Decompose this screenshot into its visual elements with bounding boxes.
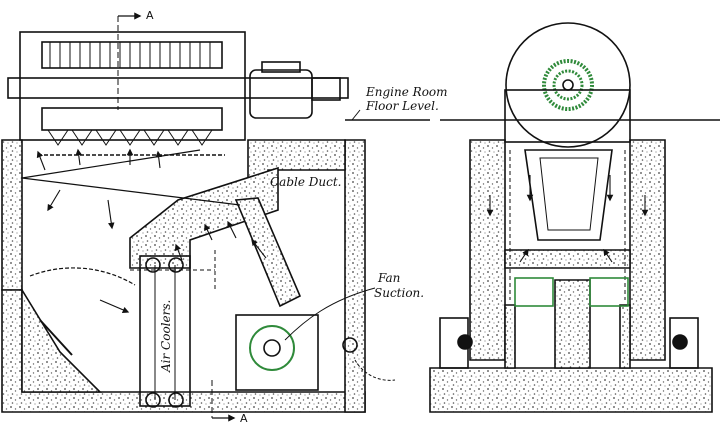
- end-pier-right: [619, 304, 631, 369]
- end-cooler-left: [514, 277, 554, 307]
- generator-housing: [19, 31, 246, 141]
- engine-room-floor-leader: [351, 109, 361, 121]
- shaft: [7, 77, 349, 99]
- airflow-line-2: [21, 149, 201, 179]
- fan-suction-label-line2: Suction.: [374, 286, 425, 300]
- engine-room-label-line1: Engine Room: [366, 85, 448, 99]
- end-airflow-arrows: [486, 175, 649, 263]
- generator-end-outer: [505, 22, 631, 148]
- engine-room-label-line2: Floor Level.: [366, 99, 439, 113]
- end-pier-left: [504, 304, 516, 369]
- right-end-view: [429, 22, 720, 413]
- coupling: [311, 77, 341, 101]
- rotor-upper: [41, 41, 223, 69]
- pedestal-right: [669, 317, 699, 369]
- air-cooler-frame: [139, 255, 191, 407]
- lower-left-wedge: [21, 287, 102, 393]
- cable-duct-label: Cable Duct.: [270, 175, 342, 189]
- bearing-right: [672, 334, 688, 350]
- generator-end-frame: [504, 89, 631, 143]
- internal-dashed-outline: [130, 250, 216, 290]
- fan-suction-leader: [284, 287, 376, 341]
- rotor-lower-teeth: [47, 129, 213, 146]
- end-dashed-casing: [509, 150, 626, 300]
- end-foundation-base: [429, 367, 713, 413]
- section-label-bottom: A: [240, 412, 248, 425]
- cooler-header-top-2: [168, 257, 184, 273]
- end-foundation-middle: [504, 249, 631, 269]
- exciter-cap: [261, 61, 301, 73]
- duct-diagonal: [234, 197, 302, 308]
- end-foundation-left: [469, 139, 506, 361]
- valve-wheel: [342, 337, 358, 353]
- generator-end-hub: [562, 79, 574, 91]
- rotor-upper-coils: [49, 42, 211, 68]
- right-foundation-wall: [344, 139, 366, 413]
- end-hopper-inner: [539, 157, 599, 231]
- fan-housing: [235, 314, 319, 391]
- cooler-header-top-1: [145, 257, 161, 273]
- generator-end-ring-inner: [552, 69, 584, 101]
- cooler-header-bottom-1: [145, 392, 161, 408]
- generator-end-ring: [542, 59, 594, 111]
- left-section-view: [1, 12, 430, 422]
- damper-arc: [29, 267, 136, 286]
- damper-flap: [39, 319, 73, 356]
- air-coolers-label: Air Coolers.: [159, 299, 173, 372]
- fan-wheel: [249, 325, 295, 371]
- valve-arc: [354, 359, 396, 381]
- rotor-lower: [41, 107, 223, 131]
- cooler-header-bottom-2: [168, 392, 184, 408]
- left-foundation-wall: [1, 139, 23, 291]
- end-pier-center: [554, 279, 591, 369]
- fan-hub: [263, 339, 281, 357]
- end-cooler-right: [589, 277, 629, 307]
- section-label-top: A: [146, 9, 154, 22]
- fan-suction-label-line1: Fan: [378, 271, 401, 285]
- bearing-left: [457, 334, 473, 350]
- airflow-line-1: [21, 177, 241, 206]
- end-foundation-right: [629, 139, 666, 361]
- airflow-arrows: [36, 148, 267, 313]
- end-hopper: [524, 149, 613, 241]
- exciter-body: [249, 69, 313, 119]
